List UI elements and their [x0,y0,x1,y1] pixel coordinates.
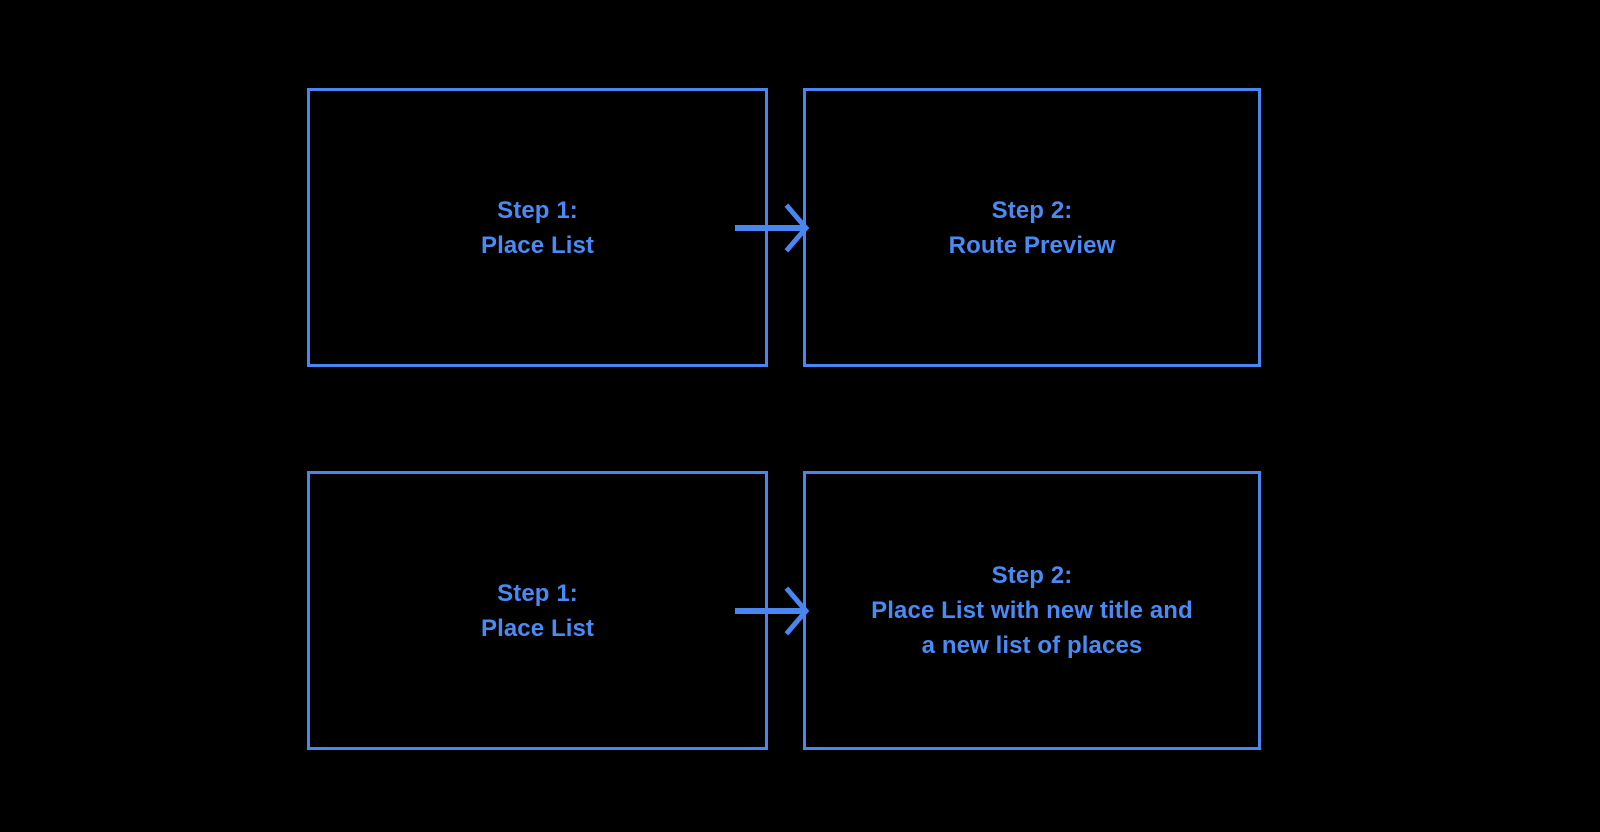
step-box-label: Step 2: Route Preview [948,196,1116,259]
flow-row-place-list-update: Step 1: Place List Step 2: Place List wi… [0,471,1600,751]
connector-row1 [730,580,810,642]
step-box-row0-right[interactable]: Step 2: Route Preview [803,88,1261,367]
connector-row0 [730,197,810,259]
arrow-right-icon [735,586,810,636]
arrow-right-icon [735,203,810,253]
step-box-label: Step 1: Place List [480,579,595,642]
flow-row-route-preview: Step 1: Place List Step 2: Route Preview [0,88,1600,368]
step-box-row0-left[interactable]: Step 1: Place List [307,88,768,367]
step-box-row1-left[interactable]: Step 1: Place List [307,471,768,750]
step-box-label: Step 2: Place List with new title and a … [871,562,1193,659]
step-box-label: Step 1: Place List [480,196,595,259]
step-box-row1-right[interactable]: Step 2: Place List with new title and a … [803,471,1261,750]
